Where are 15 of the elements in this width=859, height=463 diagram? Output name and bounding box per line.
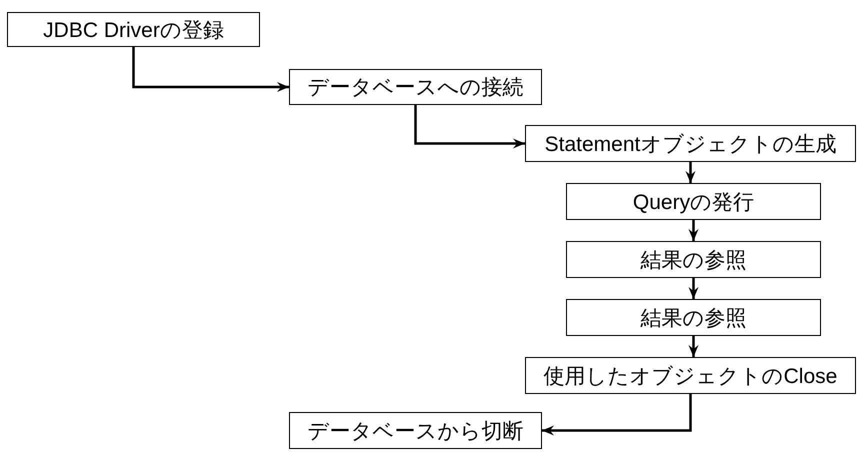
process-box: Queryの発行 (566, 183, 821, 220)
arrow (688, 278, 698, 299)
process-box: 結果の参照 (566, 241, 821, 278)
arrow (542, 394, 692, 436)
arrow (414, 105, 525, 148)
process-box: Statementオブジェクトの生成 (525, 125, 856, 162)
process-box: 使用したオブジェクトのClose (525, 357, 856, 394)
arrow (686, 162, 696, 183)
arrow (132, 47, 289, 92)
arrow (688, 336, 698, 357)
process-box: データベースへの接続 (289, 69, 542, 105)
process-box: JDBC Driverの登録 (7, 12, 260, 47)
process-box: データベースから切断 (289, 412, 542, 449)
process-box: 結果の参照 (566, 299, 821, 336)
arrow (688, 220, 698, 241)
